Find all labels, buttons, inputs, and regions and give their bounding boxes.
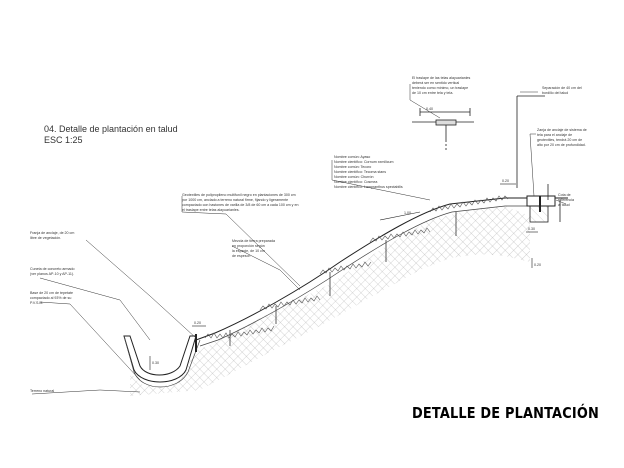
sheet-title: 04. Detalle de plantación en talud xyxy=(44,124,178,134)
note-line: compactado al 93% de su xyxy=(30,296,71,300)
dimension-label: 0.30 xyxy=(528,227,535,231)
channel-concrete xyxy=(123,335,197,383)
note-line: Nombre científico: Cornum xxmilicum xyxy=(334,160,394,164)
note-line: Nombre científico: Tecoma stans xyxy=(334,170,386,174)
anchor-stakes xyxy=(229,212,457,346)
note-left-2: Cuneta de concreto armado (ver planos AP… xyxy=(30,267,75,276)
note-line: libre de vegetación. xyxy=(30,236,61,240)
note-line: Terreno natural xyxy=(30,389,54,393)
dimension-label: 0.30 xyxy=(152,361,159,365)
note-line: Separación de 40 cm del xyxy=(542,86,582,90)
note-line: Nombre común: Churrón xyxy=(334,175,374,179)
note-line: Mezcla de tierra preparada xyxy=(232,239,275,243)
note-line: (ver planos AP-10 y AP-11). xyxy=(30,272,74,276)
natural-ground-crosshatch xyxy=(130,206,530,396)
dimension-labels: 0.30 0.20 1.00 0.20 0.30 0.40 0.20 xyxy=(152,107,541,365)
note-line: teniendo como mínimo, un traslape xyxy=(412,86,468,90)
note-line: Nombre científico: Cosmea xyxy=(334,180,377,184)
image-caption: DETALLE DE PLANTACIÓN xyxy=(412,404,599,422)
note-mat: Geotextiles de polipropileno multifunil … xyxy=(182,193,298,212)
note-line: geotextiles, tendrá 20 cm de xyxy=(537,138,582,142)
dimension-lines xyxy=(149,183,538,370)
note-line: tela para el anclaje de xyxy=(537,133,572,137)
note-left-1: Franja de anclaje, de 20 cm libre de veg… xyxy=(30,231,74,240)
note-line: alto por 20 cm de profundidad. xyxy=(537,143,586,147)
slope-soil-layer-line xyxy=(199,205,527,347)
dimension-label: 1.00 xyxy=(404,211,411,215)
dimension-label: 0.40 xyxy=(426,107,433,111)
note-line: compactado con hastones de varilla de 3/… xyxy=(182,203,298,207)
dimension-label: 0.20 xyxy=(502,179,509,183)
overlap-detail xyxy=(412,108,474,150)
note-line: bordillo del talud xyxy=(542,91,568,95)
note-line: al talud xyxy=(558,203,570,207)
leader-lines xyxy=(31,84,567,395)
right-reference-marks xyxy=(516,95,561,222)
note-line: P.V.S.M. xyxy=(30,301,43,305)
note-line: de espesor. xyxy=(232,254,251,258)
channel-base xyxy=(123,335,201,388)
note-line: deberá ser en sentido vertical xyxy=(412,81,459,85)
note-line: Cuneta de concreto armado xyxy=(30,267,75,271)
sheet-title-block: 04. Detalle de plantación en talud ESC 1… xyxy=(44,124,178,146)
note-line: el traslape entre telas alayuarianles. xyxy=(182,208,240,212)
note-line: por 1000 cm, anclado a terreno natural f… xyxy=(182,198,288,202)
note-right-mid: Zanja de anclaje de sistema de tela para… xyxy=(537,128,587,147)
note-legend-right: Cota de referencia al talud xyxy=(558,193,574,207)
note-soil: Mezcla de tierra preparada en proporción… xyxy=(232,239,275,258)
note-top-right: Separación de 40 cm del bordillo del tal… xyxy=(542,86,582,95)
note-line: en proporción según xyxy=(232,244,265,248)
note-top-center: El traslape de las telas alayuarianles d… xyxy=(412,76,471,95)
sheet-scale: ESC 1:25 xyxy=(44,135,83,145)
note-line: Nombre común: Tecoro xyxy=(334,165,371,169)
note-left-3: Base de 20 cm de tepetate compactado al … xyxy=(30,291,73,305)
note-line: Cota de xyxy=(558,193,571,197)
note-line: Base de 20 cm de tepetate xyxy=(30,291,73,295)
note-line: Franja de anclaje, de 20 cm xyxy=(30,231,74,235)
note-species: Nombre común: Ayaso Nombre científico: C… xyxy=(334,155,403,189)
note-line: referencia xyxy=(558,198,574,202)
note-line: Nombre común: Ayaso xyxy=(334,155,370,159)
dimension-label: 0.20 xyxy=(534,263,541,267)
note-line: de 10 cm entre tela y tela. xyxy=(412,91,453,95)
dimension-label: 0.20 xyxy=(194,321,201,325)
note-line: El traslape de las telas alayuarianles xyxy=(412,76,471,80)
note-left-4: Terreno natural xyxy=(30,389,54,393)
note-line: Nombre científico: Lampranthus spectabil… xyxy=(334,185,403,189)
note-line: Zanja de anclaje de sistema de xyxy=(537,128,587,132)
vegetation-texture xyxy=(204,195,509,339)
note-line: la especie, de 10 cm xyxy=(232,249,265,253)
note-line: Geotextiles de polipropileno multifunil … xyxy=(182,193,296,197)
